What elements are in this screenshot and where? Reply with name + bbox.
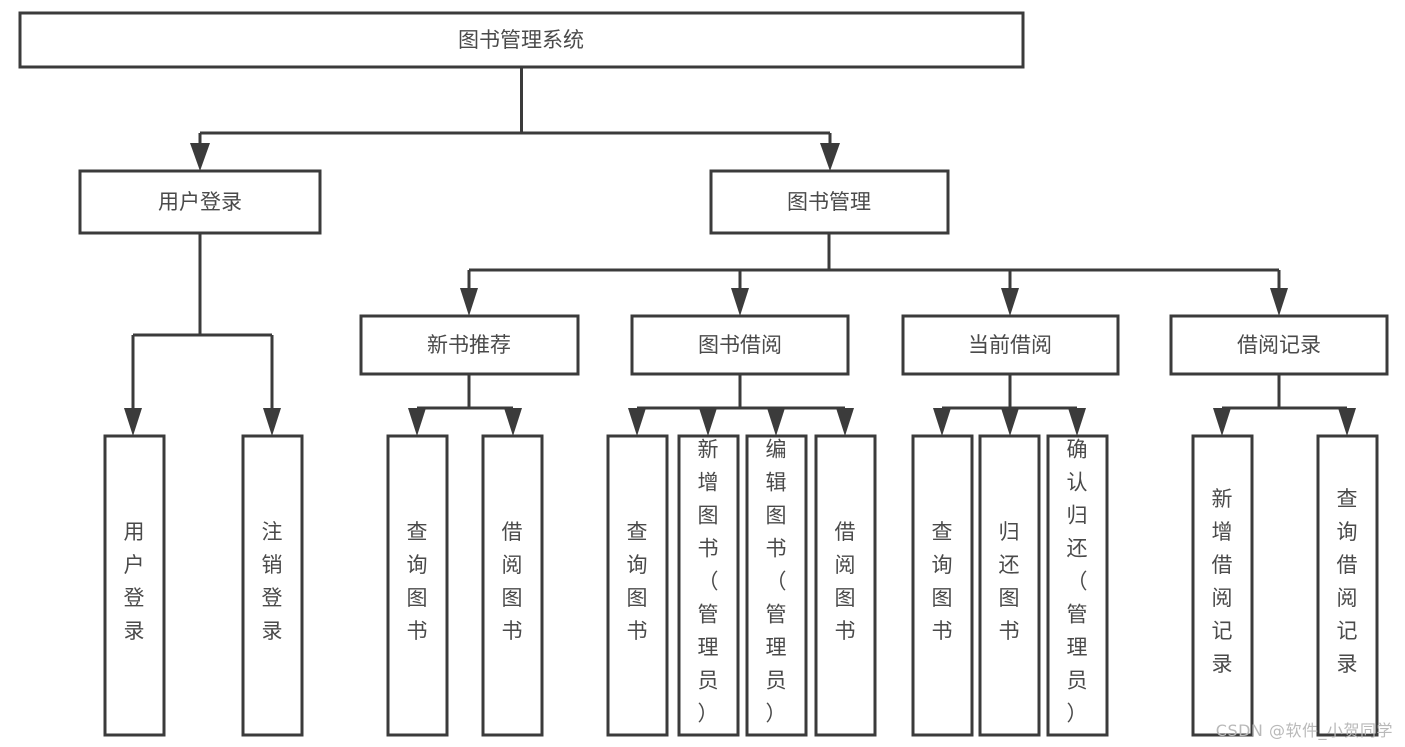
node-leaf-confirm-return[interactable]: 确认归还（管理员） <box>1046 434 1109 737</box>
leaf-return-book-box[interactable] <box>978 434 1041 737</box>
leaf-query-borrow-record-box[interactable] <box>1316 434 1379 737</box>
arrow-to-current-borrow <box>1001 288 1019 316</box>
node-book-management[interactable]: 图书管理 <box>709 169 950 235</box>
leaf-query-book-current-label: 查询图书 <box>932 520 953 643</box>
arrow-to-leaf-add-book <box>699 408 717 436</box>
arrow-to-leaf-user-login <box>124 408 142 436</box>
leaf-logout-box[interactable] <box>241 434 304 737</box>
leaf-query-book-borrow-box[interactable] <box>606 434 669 737</box>
node-leaf-borrow-book-rec[interactable]: 借阅图书 <box>481 434 544 737</box>
node-leaf-query-book-current[interactable]: 查询图书 <box>911 434 974 737</box>
arrow-to-leaf-query-record <box>1338 408 1356 436</box>
book-management-box[interactable] <box>709 169 950 235</box>
node-current-borrow[interactable]: 当前借阅 <box>901 314 1120 376</box>
leaf-query-borrow-record-label: 查询借阅记录 <box>1337 487 1358 676</box>
node-borrow-record[interactable]: 借阅记录 <box>1169 314 1389 376</box>
borrow-record-box[interactable] <box>1169 314 1389 376</box>
leaf-user-login-box[interactable] <box>103 434 166 737</box>
leaf-query-book-rec-box[interactable] <box>386 434 449 737</box>
node-book-borrow[interactable]: 图书借阅 <box>630 314 850 376</box>
book-management-label: 图书管理 <box>787 190 871 214</box>
user-login-label: 用户登录 <box>158 190 242 214</box>
leaf-query-book-borrow-label: 查询图书 <box>627 520 648 643</box>
arrow-to-leaf-return-book <box>1001 408 1019 436</box>
leaf-confirm-return-box[interactable] <box>1046 434 1109 737</box>
leaf-add-book-label: 新增图书（管理员） <box>698 438 719 726</box>
node-leaf-query-book-borrow[interactable]: 查询图书 <box>606 434 669 737</box>
leaf-return-book-label: 归还图书 <box>999 520 1020 643</box>
node-leaf-edit-book[interactable]: 编辑图书（管理员） <box>745 434 808 737</box>
node-root-system[interactable]: 图书管理系统 <box>18 11 1025 69</box>
arrow-to-book-borrow <box>731 288 749 316</box>
arrow-to-leaf-borrow-book-2 <box>836 408 854 436</box>
leaf-confirm-return-label: 确认归还（管理员） <box>1067 438 1088 726</box>
arrow-to-leaf-logout <box>263 408 281 436</box>
arrow-to-user-login <box>190 143 210 171</box>
leaf-edit-book-box[interactable] <box>745 434 808 737</box>
root-label: 图书管理系统 <box>458 28 584 52</box>
current-borrow-label: 当前借阅 <box>968 333 1052 357</box>
arrow-to-leaf-query-book-2 <box>628 408 646 436</box>
root-box[interactable] <box>18 11 1025 69</box>
leaf-add-borrow-record-box[interactable] <box>1191 434 1254 737</box>
current-borrow-box[interactable] <box>901 314 1120 376</box>
node-new-book-recommend[interactable]: 新书推荐 <box>359 314 580 376</box>
node-leaf-add-book[interactable]: 新增图书（管理员） <box>677 434 740 737</box>
arrow-to-new-book-rec <box>460 288 478 316</box>
arrow-to-leaf-edit-book <box>767 408 785 436</box>
arrow-to-book-mgmt <box>820 143 840 171</box>
user-login-box[interactable] <box>78 169 322 235</box>
book-borrow-label: 图书借阅 <box>698 333 782 357</box>
arrow-to-leaf-query-book-1 <box>408 408 426 436</box>
leaf-add-book-box[interactable] <box>677 434 740 737</box>
node-leaf-add-borrow-record[interactable]: 新增借阅记录 <box>1191 434 1254 737</box>
new-book-recommend-label: 新书推荐 <box>427 333 511 357</box>
edge-group <box>124 67 1356 436</box>
leaf-query-book-current-box[interactable] <box>911 434 974 737</box>
node-leaf-user-login[interactable]: 用户登录 <box>103 434 166 737</box>
node-leaf-query-book-rec[interactable]: 查询图书 <box>386 434 449 737</box>
node-leaf-query-borrow-record[interactable]: 查询借阅记录 <box>1316 434 1379 737</box>
node-leaf-return-book[interactable]: 归还图书 <box>978 434 1041 737</box>
leaf-query-book-rec-label: 查询图书 <box>407 520 428 643</box>
leaf-edit-book-label: 编辑图书（管理员） <box>766 438 787 726</box>
arrow-to-leaf-confirm-return <box>1068 408 1086 436</box>
leaf-borrow-book-box[interactable] <box>814 434 877 737</box>
leaf-logout-label: 注销登录 <box>262 520 283 643</box>
arrow-to-leaf-query-book-3 <box>933 408 951 436</box>
borrow-record-label: 借阅记录 <box>1237 333 1321 357</box>
arrow-to-leaf-add-record <box>1213 408 1231 436</box>
book-borrow-box[interactable] <box>630 314 850 376</box>
new-book-recommend-box[interactable] <box>359 314 580 376</box>
leaf-borrow-book-rec-box[interactable] <box>481 434 544 737</box>
leaf-nodes-group: 用户登录 注销登录 查询图书 借阅图书 查询图书 新增图书（管理员） <box>103 434 1379 737</box>
leaf-add-borrow-record-label: 新增借阅记录 <box>1212 487 1233 676</box>
node-leaf-borrow-book[interactable]: 借阅图书 <box>814 434 877 737</box>
csdn-watermark: CSDN @软件_小贺同学 <box>1215 721 1393 740</box>
arrow-to-leaf-borrow-book-1 <box>504 408 522 436</box>
arrow-to-borrow-record <box>1270 288 1288 316</box>
leaf-borrow-book-rec-label: 借阅图书 <box>502 520 523 643</box>
leaf-user-login-label: 用户登录 <box>124 520 145 643</box>
leaf-borrow-book-label: 借阅图书 <box>835 520 856 643</box>
node-user-login[interactable]: 用户登录 <box>78 169 322 235</box>
node-leaf-logout[interactable]: 注销登录 <box>241 434 304 737</box>
